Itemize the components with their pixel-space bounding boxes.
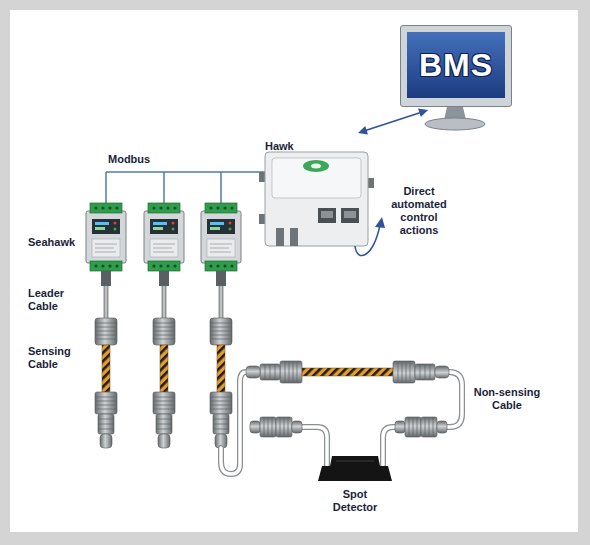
monitor-screen: BMS <box>407 32 505 98</box>
label-slot: Modbus <box>108 153 168 166</box>
spot-detector <box>318 456 392 481</box>
bms-monitor: BMS <box>400 25 512 107</box>
sensing-cable <box>302 368 393 376</box>
hawk-controller: Hawk <box>258 136 373 248</box>
arrow-head <box>375 217 385 228</box>
link-arrow <box>358 109 428 135</box>
bus-label: Modbus <box>108 153 168 166</box>
monitor-base <box>425 118 485 130</box>
seahawk-column <box>86 172 126 448</box>
link-line <box>365 112 422 131</box>
cable-label: Sensing Cable <box>28 345 78 371</box>
arrow-head <box>418 109 428 118</box>
label-slot: Leader Cable <box>28 287 76 313</box>
seahawk-column <box>144 172 184 448</box>
connector-pair <box>395 417 447 437</box>
control-arrow <box>355 225 380 256</box>
cable-connector <box>246 361 302 383</box>
cable-label: Leader Cable <box>28 287 76 313</box>
cable-label: Non-sensing Cable <box>470 386 544 412</box>
arrow-head <box>358 126 368 135</box>
label-slot: Sensing Cable <box>28 345 78 371</box>
cable-connector <box>393 361 449 383</box>
modbus-line <box>106 171 265 173</box>
screen-title: BMS <box>419 47 493 84</box>
node-heading: Hawk <box>265 140 294 152</box>
label-slot: Non-sensing Cable <box>470 386 544 412</box>
seahawk-column <box>201 172 241 448</box>
hawk-unit <box>259 152 374 246</box>
label-slot: Direct automated control actions <box>388 185 450 237</box>
label-slot: Spot Detector <box>325 488 385 514</box>
detector-label: Spot Detector <box>325 488 385 514</box>
detector-ridge <box>336 461 374 462</box>
action-note: Direct automated control actions <box>388 185 450 237</box>
connector-pair <box>250 417 302 437</box>
label-slot: Seahawk <box>28 236 84 249</box>
device-label: Seahawk <box>28 236 84 249</box>
